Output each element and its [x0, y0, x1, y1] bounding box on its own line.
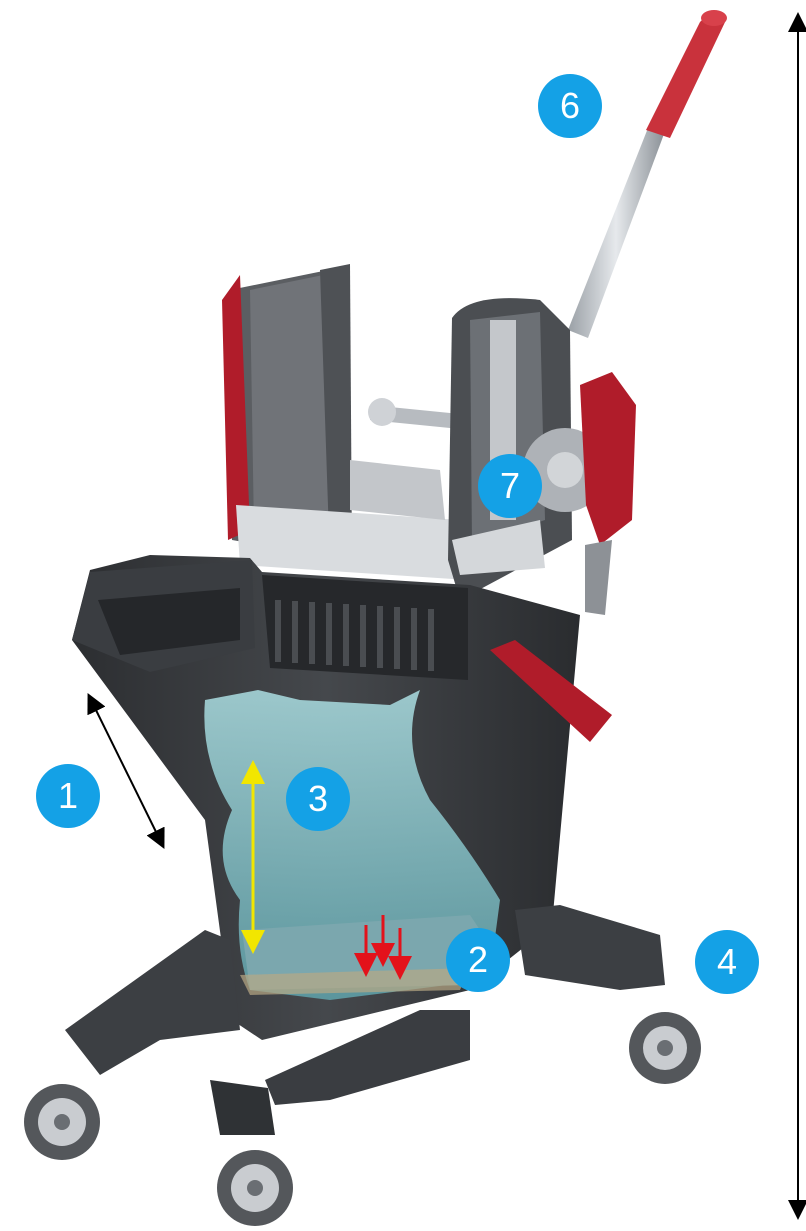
- callout-badge-6: 6: [538, 74, 602, 138]
- width-arrow: [87, 693, 165, 849]
- handle-pole: [568, 10, 727, 338]
- wringer: [222, 264, 636, 615]
- callout-badge-1: 1: [36, 764, 100, 828]
- wheels: [24, 1012, 701, 1226]
- callout-badge-4: 4: [695, 930, 759, 994]
- chassis: [65, 905, 665, 1135]
- callout-badge-2: 2: [446, 928, 510, 992]
- callout-badge-3: 3: [286, 767, 350, 831]
- callout-badge-7: 7: [478, 454, 542, 518]
- press-down-arrows: [354, 915, 412, 980]
